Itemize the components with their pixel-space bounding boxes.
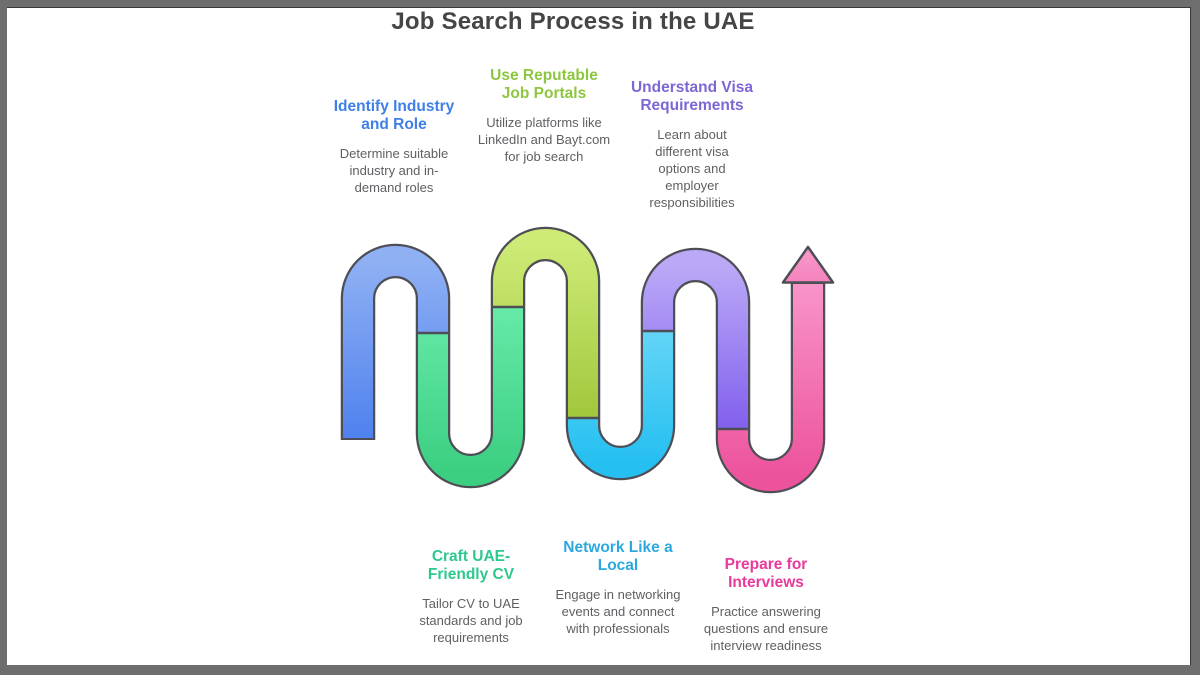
step-block-visa-requirements: Understand Visa Requirements Learn about…	[607, 79, 777, 211]
diagram-title: Job Search Process in the UAE	[391, 8, 755, 35]
step-block-network: Network Like a Local Engage in networkin…	[533, 539, 703, 638]
process-snake-diagram	[340, 226, 835, 494]
step-title: Craft UAE-Friendly CV	[427, 548, 515, 583]
step-title: Understand Visa Requirements	[630, 79, 754, 114]
snake-segment-cyan	[568, 331, 673, 478]
arrow-head-icon	[781, 245, 835, 284]
step-description: Learn about different visa options and e…	[649, 127, 735, 210]
step-block-job-portals: Use Reputable Job Portals Utilize platfo…	[459, 67, 629, 166]
snake-segment-lime	[493, 229, 598, 418]
snake-segment-purple	[643, 250, 748, 429]
step-title: Identify Industry and Role	[333, 98, 455, 133]
diagram-canvas: Job Search Process in the UAE	[7, 7, 1191, 665]
step-title: Use Reputable Job Portals	[490, 67, 598, 102]
step-description: Determine suitable industry and in-deman…	[339, 146, 449, 195]
step-title: Prepare for Interviews	[724, 556, 808, 591]
step-description: Practice answering questions and ensure …	[703, 604, 829, 653]
segment-dividers	[416, 305, 750, 431]
step-description: Tailor CV to UAE standards and job requi…	[419, 596, 523, 645]
step-description: Engage in networking events and connect …	[555, 587, 681, 636]
snake-segment-blue	[343, 246, 448, 438]
step-title: Network Like a Local	[563, 539, 673, 574]
snake-segment-pink	[718, 284, 823, 491]
step-block-identify-industry: Identify Industry and Role Determine sui…	[309, 98, 479, 197]
step-block-interviews: Prepare for Interviews Practice answerin…	[681, 556, 851, 655]
step-block-uae-cv: Craft UAE-Friendly CV Tailor CV to UAE s…	[386, 548, 556, 647]
snake-segment-green	[418, 307, 523, 486]
step-description: Utilize platforms like LinkedIn and Bayt…	[477, 115, 611, 164]
